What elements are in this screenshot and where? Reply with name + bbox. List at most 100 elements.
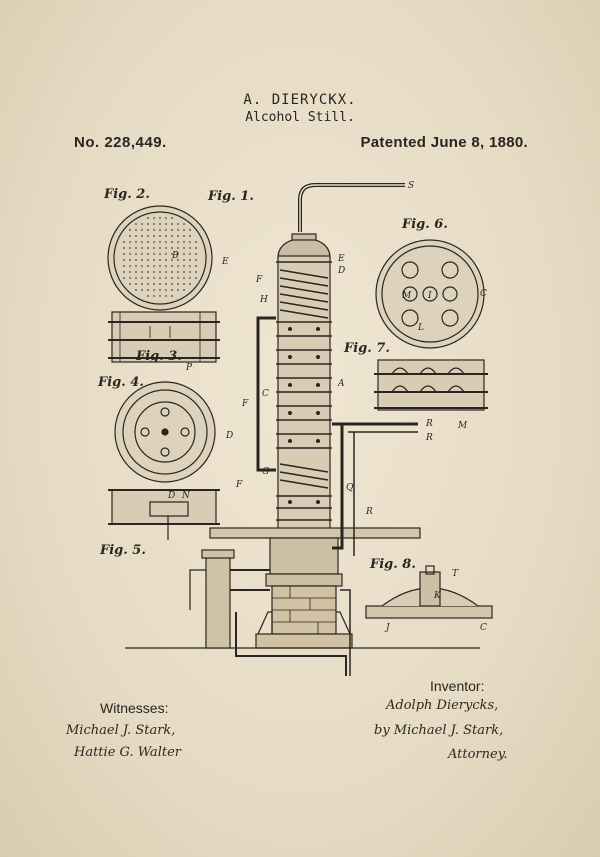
perforation-dot [165,217,167,219]
fig7-label: Fig. 7. [343,341,390,356]
perforation-dot [189,229,191,231]
patent-title: Alcohol Still. [245,110,355,125]
perforation-dot [171,247,173,249]
perforation-dot [123,277,125,279]
witness-signature-1: Michael J. Stark, [66,723,176,738]
perforation-dot [195,265,197,267]
perforation-dot [159,259,161,261]
perforation-dot [171,265,173,267]
perforation-dot [135,277,137,279]
perforation-dot [165,277,167,279]
perforation-dot [159,289,161,291]
perforation-dot [159,283,161,285]
perforation-dot [135,259,137,261]
perforation-dot [153,223,155,225]
perforation-dot [171,223,173,225]
perforation-dot [141,241,143,243]
patent-date: Patented June 8, 1880. [360,134,528,151]
perforation-dot [141,271,143,273]
perforation-dot [159,217,161,219]
fig8-cap-detail [365,565,493,619]
ref-R-mid: R [425,433,433,443]
perforation-dot [177,253,179,255]
inventor-name: A. DIERYCKX. [243,92,357,108]
ref-B-fig2: B [171,251,179,261]
perforation-dot [135,253,137,255]
ref-H: H [259,295,268,305]
perforation-dot [177,235,179,237]
perforation-dot [153,283,155,285]
perforation-dot [159,223,161,225]
perforation-dot [159,253,161,255]
ref-N: N [181,491,191,501]
inventor-signature: Adolph Dierycks, [386,698,499,713]
perforation-dot [159,235,161,237]
perforation-dot [165,241,167,243]
perforation-dot [171,241,173,243]
attorney-signature: by Michael J. Stark, [374,723,504,738]
perforation-dot [153,265,155,267]
perforation-dot [153,235,155,237]
perforation-dot [183,265,185,267]
perforation-dot [177,289,179,291]
perforation-dot [159,247,161,249]
perforation-dot [171,295,173,297]
perforation-dot [189,265,191,267]
ref-L: L [417,323,424,333]
perforation-dot [123,259,125,261]
ref-F-low: F [235,480,243,490]
perforation-dot [165,265,167,267]
perforation-dot [147,259,149,261]
witnesses-label: Witnesses: [100,700,169,716]
ref-Q: Q [346,483,354,493]
perforation-dot [141,229,143,231]
perforation-dot [165,253,167,255]
ref-M: M [401,291,412,301]
perforation-dot [129,241,131,243]
perforation-dot [177,283,179,285]
perforation-dot [135,235,137,237]
perforation-dot [165,229,167,231]
perforation-dot [129,253,131,255]
ref-K: K [433,591,442,601]
perforation-dot [153,253,155,255]
perforation-dot [159,295,161,297]
perforation-dot [147,283,149,285]
perforation-dot [165,295,167,297]
perforation-dot [147,253,149,255]
perforation-dot [135,271,137,273]
perforation-dot [159,271,161,273]
ref-G: G [262,467,269,477]
perforation-dot [171,235,173,237]
ref-F-side: F [241,399,249,409]
perforation-dot [153,259,155,261]
perforation-dot [177,271,179,273]
ref-D: D [337,266,345,276]
perforation-dot [195,241,197,243]
fig6-label: Fig. 6. [401,217,448,232]
perforation-dot [147,241,149,243]
perforation-dot [135,265,137,267]
perforation-dot [129,271,131,273]
perforation-dot [135,289,137,291]
perforation-dot [183,289,185,291]
perforation-dot [159,277,161,279]
perforation-dot [123,247,125,249]
ref-J: J [384,623,391,633]
perforation-dot [135,247,137,249]
perforation-dot [123,265,125,267]
perforation-dot [129,259,131,261]
perforation-dot [171,271,173,273]
perforation-dot [165,247,167,249]
ref-F-top: F [255,275,263,285]
perforation-dot [135,229,137,231]
ref-D-fig4: D [225,431,233,441]
perforation-dot [189,283,191,285]
perforation-dot [189,241,191,243]
perforation-dot [153,229,155,231]
witness-signature-2: Hattie G. Walter [74,745,181,760]
perforation-dot [177,265,179,267]
perforation-dot [153,295,155,297]
